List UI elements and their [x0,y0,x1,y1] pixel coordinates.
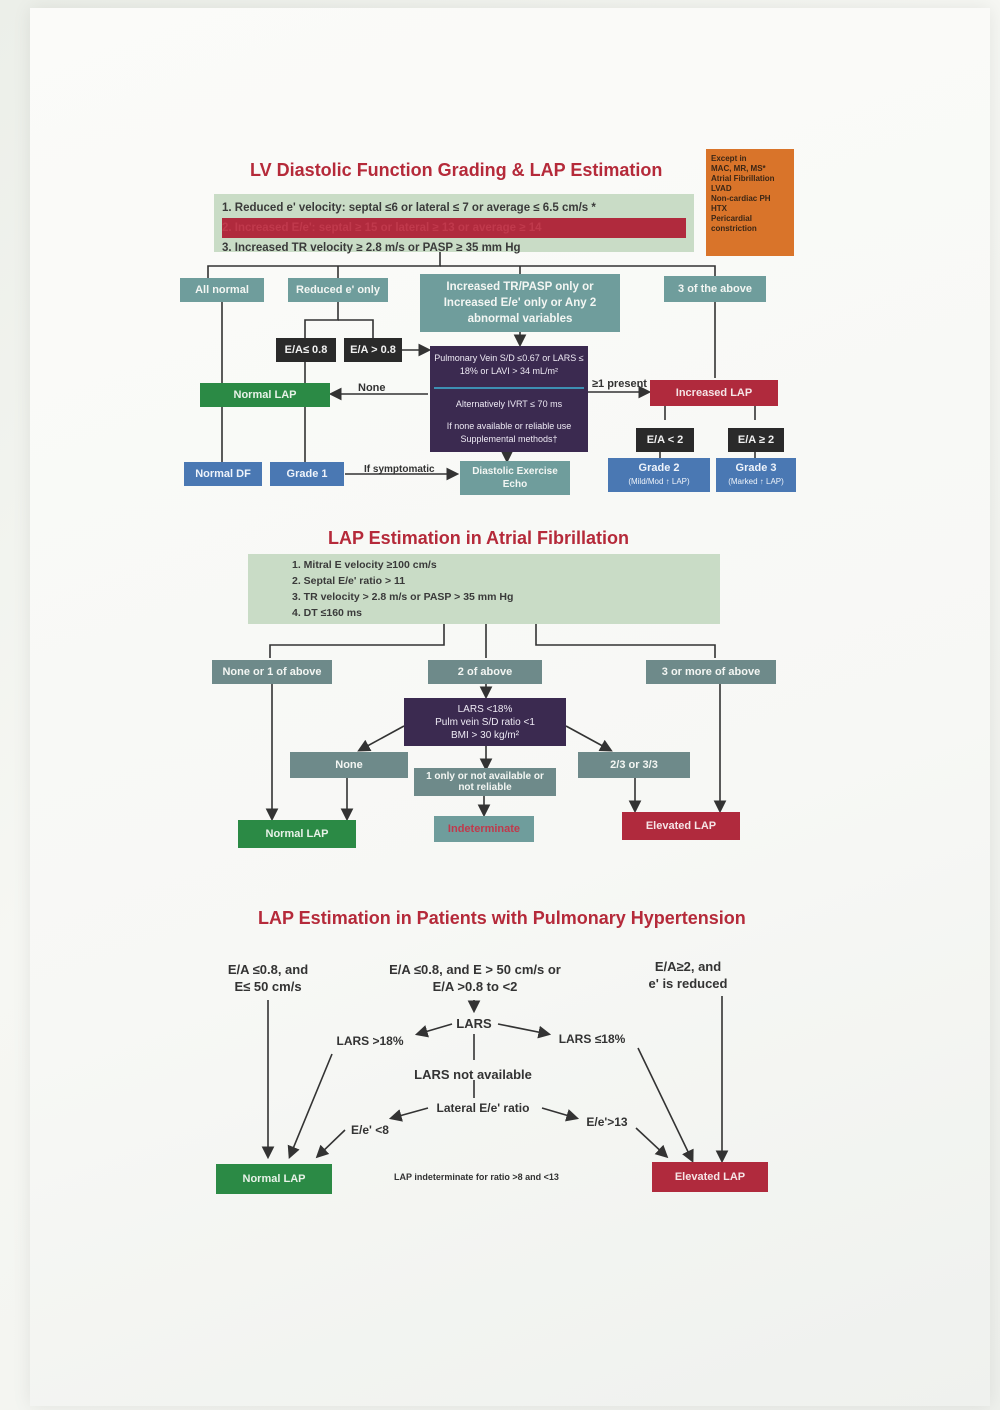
grade3-label: Grade 3 [735,462,777,474]
exceptions-box: Except in MAC, MR, MS* Atrial Fibrillati… [706,149,794,256]
ph-right-line: e' is reduced [648,976,728,991]
af-normal-lap-box: Normal LAP [238,820,356,848]
ph-right-condition: E/A≥2, and e' is reduced [628,958,748,992]
ea-le-box: E/A≤ 0.8 [276,338,336,362]
exception-item: Atrial Fibrillation [711,174,775,183]
two-above-box: 2 of above [428,660,542,684]
section1-criteria: 1. Reduced e' velocity: septal ≤6 or lat… [214,194,694,254]
ph-lars-label: LARS [456,1016,492,1031]
exception-item: LVAD [711,184,732,193]
ph-left-condition: E/A ≤0.8, and E≤ 50 cm/s [210,961,326,995]
ph-right-line: E/A≥2, and [654,959,722,974]
af-lars-box: LARS <18% Pulm vein S/D ratio <1 BMI > 3… [404,698,566,746]
section1-title: LV Diastolic Function Grading & LAP Esti… [250,160,663,180]
af-criterion-2: 2. Septal E/e' ratio > 11 [292,575,406,587]
if-symptomatic-label: If symptomatic [364,464,435,475]
ph-lars-le-label: LARS ≤18% [558,1032,626,1046]
af-criterion-4: 4. DT ≤160 ms [292,607,362,619]
af-lars-line: LARS <18% [457,703,513,715]
grade1-box: Grade 1 [270,462,344,486]
none-or-1-box: None or 1 of above [212,660,332,684]
ea-gt-box: E/A > 0.8 [344,338,402,362]
two-three-box: 2/3 or 3/3 [578,752,690,778]
increased-lap-box: Increased LAP [650,380,778,406]
exception-item: Non-cardiac PH [711,194,771,203]
section2-criteria: 1. Mitral E velocity ≥100 cm/s 2. Septal… [248,554,720,624]
pulmonary-vein-box: Pulmonary Vein S/D ≤0.67 or LARS ≤ 18% o… [430,346,588,452]
ph-normal-lap-box: Normal LAP [216,1164,332,1194]
ph-mid-line: E/A >0.8 to <2 [432,979,518,994]
grade2-box: Grade 2 (Mild/Mod ↑ LAP) [608,458,710,492]
ph-elevated-lap-box: Elevated LAP [652,1162,768,1192]
pv-alternative: Alternatively IVRT ≤ 70 ms [455,398,563,409]
present-label: ≥1 present [592,378,647,390]
section3-title: LAP Estimation in Patients with Pulmonar… [258,908,746,928]
ph-left-line: E≤ 50 cm/s [234,979,302,994]
section2-title: LAP Estimation in Atrial Fibrillation [328,528,630,548]
three-more-box: 3 or more of above [646,660,776,684]
exception-item: MAC, MR, MS* [711,164,766,173]
af-lars-line: Pulm vein S/D ratio <1 [435,716,535,728]
grade3-box: Grade 3 (Marked ↑ LAP) [716,458,796,492]
af-criterion-1: 1. Mitral E velocity ≥100 cm/s [292,559,437,571]
reduced-e-box: Reduced e' only [288,278,388,302]
ph-mid-line: E/A ≤0.8, and E > 50 cm/s or [389,962,561,977]
ph-ee-lt8-label: E/e' <8 [351,1123,389,1137]
pv-supplemental: If none available or reliable use Supple… [446,420,572,444]
three-above-box: 3 of the above [664,276,766,302]
ph-lars-na-label: LARS not available [414,1067,532,1082]
indeterminate-box: Indeterminate [434,816,534,842]
increased-tr-box: Increased TR/PASP only or Increased E/e'… [420,274,620,332]
criterion-3: 3. Increased TR velocity ≥ 2.8 m/s or PA… [222,242,521,254]
ea-lt2-box: E/A < 2 [636,428,694,452]
criterion-2: 2. Increased E/e': septal ≥ 15 or latera… [222,218,686,238]
ph-lateral-label: Lateral E/e' ratio [436,1101,530,1115]
ph-mid-condition: E/A ≤0.8, and E > 50 cm/s or E/A >0.8 to… [370,961,580,995]
exception-item: Except in [711,154,747,163]
ph-indeterminate-note: LAP indeterminate for ratio >8 and <13 [394,1172,559,1182]
pv-criteria: Pulmonary Vein S/D ≤0.67 or LARS ≤ 18% o… [434,353,584,377]
grade3-sublabel: (Marked ↑ LAP) [728,477,784,486]
exception-item: Pericardial [711,214,752,223]
ph-left-line: E/A ≤0.8, and [227,962,309,977]
diastolic-echo-box: Diastolic Exercise Echo [460,461,570,495]
af-lars-line: BMI > 30 kg/m² [450,729,520,741]
normal-df-box: Normal DF [184,462,262,486]
af-elevated-lap-box: Elevated LAP [622,812,740,840]
all-normal-box: All normal [180,278,264,302]
ea-ge2-box: E/A ≥ 2 [728,428,784,452]
none-label: None [358,382,386,394]
grade2-label: Grade 2 [638,462,680,474]
exception-item: constriction [711,224,757,233]
ph-ee-gt13-label: E/e'>13 [586,1115,628,1129]
exception-item: HTX [711,204,727,213]
grade2-sublabel: (Mild/Mod ↑ LAP) [628,477,690,486]
af-none-box: None [290,752,408,778]
ph-lars-gt-label: LARS >18% [336,1034,404,1048]
one-only-box: 1 only or not available or not reliable [414,768,556,796]
af-criterion-3: 3. TR velocity > 2.8 m/s or PASP > 35 mm… [292,591,514,603]
pv-divider [434,387,584,390]
normal-lap-box-1: Normal LAP [200,383,330,407]
criterion-1: 1. Reduced e' velocity: septal ≤6 or lat… [222,202,596,214]
